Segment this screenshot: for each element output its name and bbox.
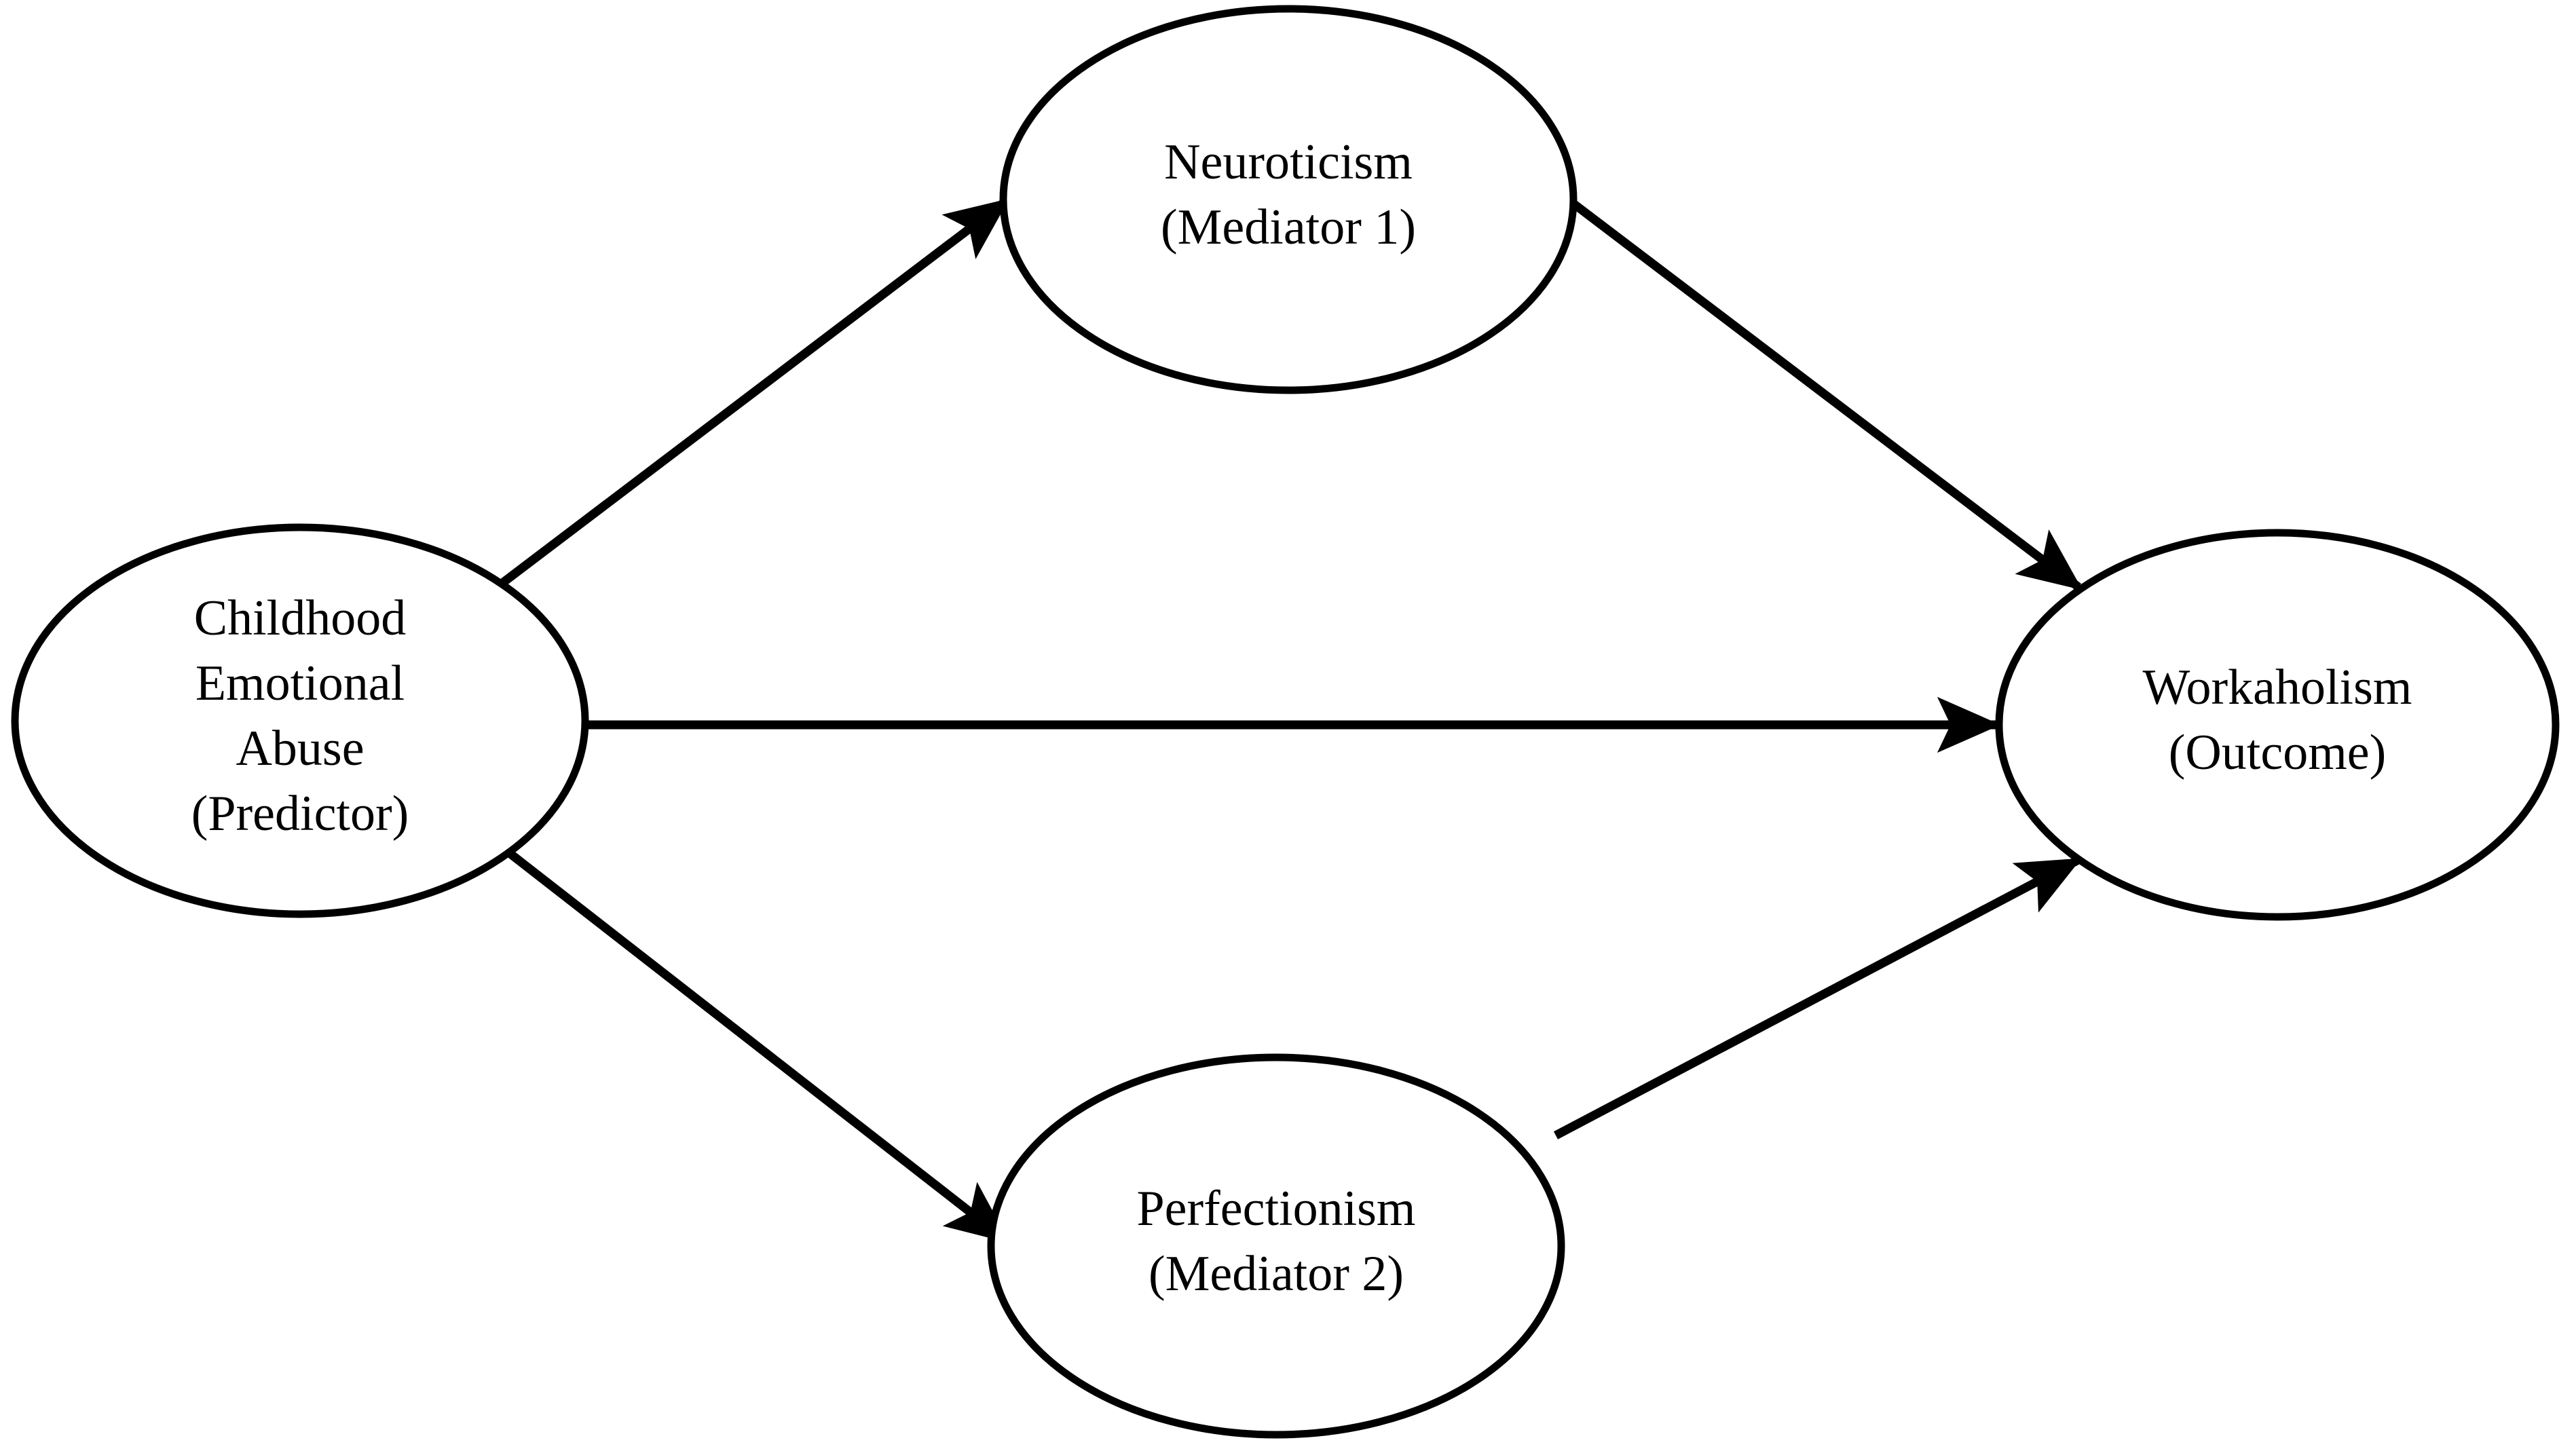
edge-predictor-to-mediator2 bbox=[505, 848, 1010, 1244]
mediator2-ellipse[interactable] bbox=[987, 1053, 1565, 1439]
mediator1-ellipse[interactable] bbox=[999, 5, 1578, 394]
label-line: (Predictor) bbox=[191, 786, 409, 842]
mediator2-label: Perfectionism (Mediator 2) bbox=[1136, 1181, 1415, 1302]
edges-group bbox=[491, 197, 2083, 1244]
label-line: Abuse bbox=[236, 721, 364, 776]
node-mediator2[interactable]: Perfectionism (Mediator 2) bbox=[987, 1053, 1565, 1439]
label-line: (Outcome) bbox=[2169, 725, 2387, 780]
label-line: (Mediator 2) bbox=[1149, 1246, 1404, 1302]
label-line: (Mediator 1) bbox=[1161, 200, 1416, 255]
node-mediator1[interactable]: Neuroticism (Mediator 1) bbox=[999, 5, 1578, 394]
predictor-ellipse[interactable] bbox=[11, 523, 589, 918]
mediator1-label: Neuroticism (Mediator 1) bbox=[1161, 134, 1416, 255]
node-outcome[interactable]: Workaholism (Outcome) bbox=[1995, 529, 2560, 921]
edge-mediator2-to-outcome bbox=[1553, 856, 2082, 1139]
edge-mediator1-to-outcome bbox=[1571, 200, 2083, 591]
label-line: Neuroticism bbox=[1164, 134, 1413, 190]
label-line: Workaholism bbox=[2143, 660, 2412, 715]
edge-predictor-to-mediator1 bbox=[491, 197, 1009, 594]
label-line: Emotional bbox=[195, 656, 405, 711]
label-line: Childhood bbox=[194, 590, 406, 646]
outcome-ellipse[interactable] bbox=[1995, 529, 2560, 921]
outcome-label: Workaholism (Outcome) bbox=[2143, 660, 2412, 780]
label-line: Perfectionism bbox=[1136, 1181, 1415, 1237]
